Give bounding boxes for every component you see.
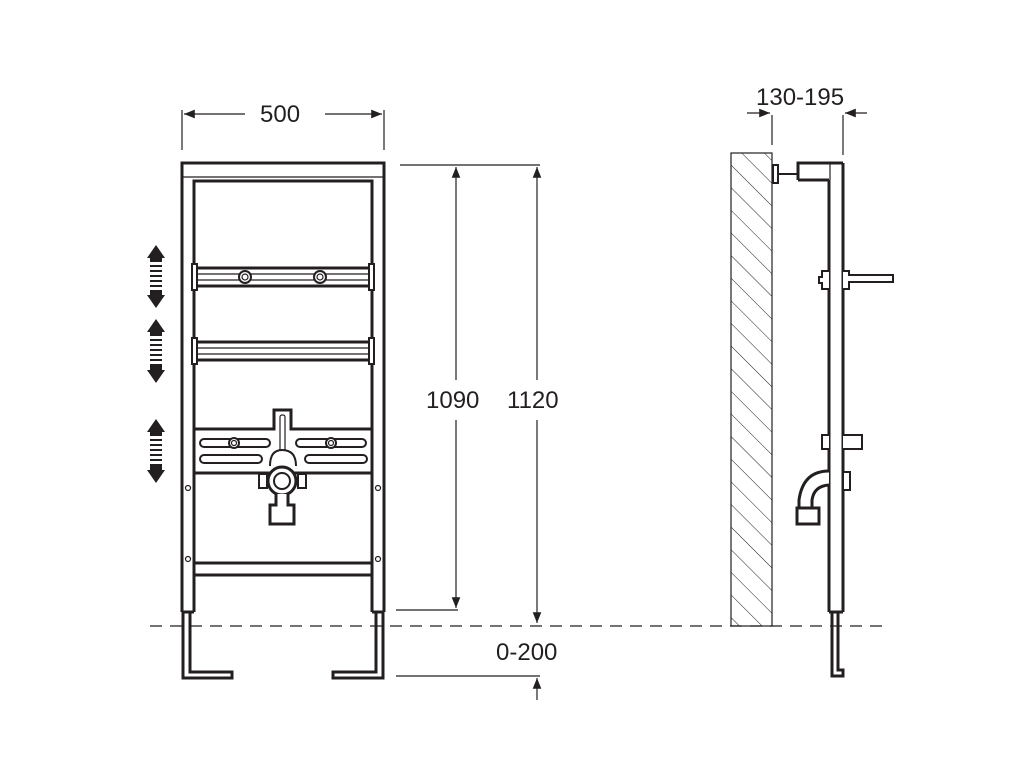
height-inner-dimension-label: 1090 (426, 387, 480, 414)
adjust-height-arrows (147, 245, 165, 483)
wall-bracket (772, 161, 843, 184)
height-dimensions (396, 164, 542, 700)
width-dimension-label: 500 (260, 101, 301, 128)
crossbar-upper (191, 263, 375, 291)
wall-section (730, 152, 773, 627)
adjustable-feet (181, 612, 385, 680)
up-down-arrow-icon (147, 419, 165, 483)
width-dimension (181, 109, 385, 150)
height-outer-dimension-label: 1120 (507, 387, 559, 414)
up-down-arrow-icon (147, 245, 165, 308)
side-view (730, 108, 894, 678)
crossbar-bottom (194, 561, 372, 577)
crossbar-middle (191, 337, 375, 365)
mounting-plate (194, 408, 372, 526)
crossbar-rod (818, 270, 894, 290)
foot-adjustment-dimension-label: 0-200 (496, 639, 558, 666)
up-down-arrow-icon (147, 319, 165, 383)
frame-bolt-holes (184, 484, 382, 563)
wall-distance-dimension-label: 130-195 (756, 84, 845, 111)
wall-distance-dimension (747, 108, 867, 155)
plate-bracket (821, 434, 863, 491)
drain-elbow (795, 469, 830, 526)
front-view (147, 109, 542, 700)
frame-upright (827, 163, 845, 678)
frame-outline (180, 161, 386, 614)
